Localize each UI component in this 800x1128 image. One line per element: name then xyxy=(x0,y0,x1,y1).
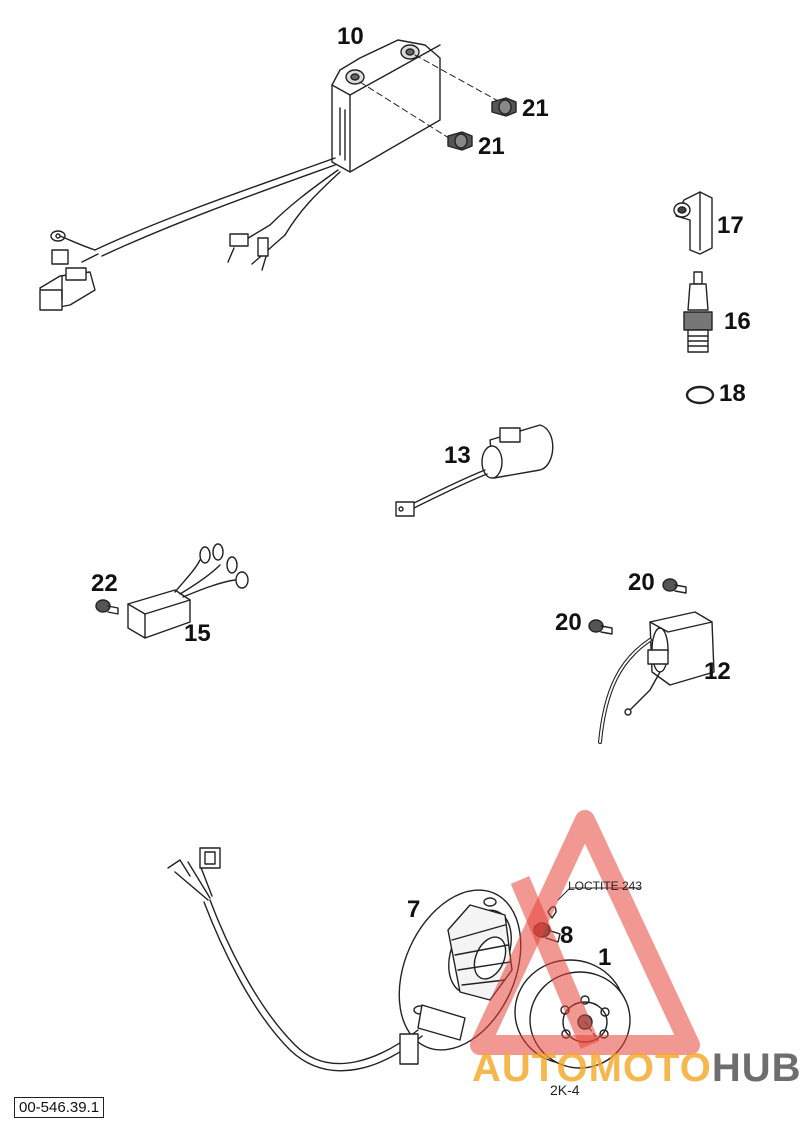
ignition-coil-part-12 xyxy=(598,611,715,744)
callout-16: 16 xyxy=(724,308,751,335)
callout-20-lower: 20 xyxy=(555,609,582,636)
o-ring-part-18 xyxy=(685,385,715,405)
screw-part-22 xyxy=(95,599,119,615)
callout-17: 17 xyxy=(717,212,744,239)
bolt-part-20-upper xyxy=(662,578,687,594)
watermark-text: AUTOMOTOHUB xyxy=(472,1046,800,1091)
watermark-text-moto: MOTO xyxy=(588,1046,712,1090)
callout-13: 13 xyxy=(444,442,471,469)
bolt-part-21-upper xyxy=(491,97,517,117)
sheet-code: 2K-4 xyxy=(550,1082,580,1098)
callout-12: 12 xyxy=(704,658,731,685)
cdi-unit-part-10 xyxy=(39,39,501,311)
bolt-part-20-lower xyxy=(588,619,613,635)
callout-18: 18 xyxy=(719,380,746,407)
regulator-part-15 xyxy=(127,543,249,639)
spark-plug-cap-part-17 xyxy=(673,191,713,255)
callout-1: 1 xyxy=(598,944,612,971)
callout-20-upper: 20 xyxy=(628,569,655,596)
callout-7: 7 xyxy=(407,896,421,923)
automotohub-watermark-logo xyxy=(470,810,700,1055)
callout-21-lower: 21 xyxy=(478,133,505,160)
callout-8: 8 xyxy=(560,922,574,949)
callout-10: 10 xyxy=(337,23,364,50)
watermark-text-auto: AUTO xyxy=(472,1046,589,1090)
watermark-text-hub: HUB xyxy=(711,1046,800,1090)
callout-15: 15 xyxy=(184,620,211,647)
bolt-part-21-lower xyxy=(447,131,473,151)
sensor-part-13 xyxy=(395,424,554,517)
callout-22: 22 xyxy=(91,570,118,597)
part-number-label: 00-546.39.1 xyxy=(14,1097,105,1118)
loctite-note: LOCTITE 243 xyxy=(568,879,643,893)
spark-plug-part-16 xyxy=(683,271,713,353)
callout-21-upper: 21 xyxy=(522,95,549,122)
